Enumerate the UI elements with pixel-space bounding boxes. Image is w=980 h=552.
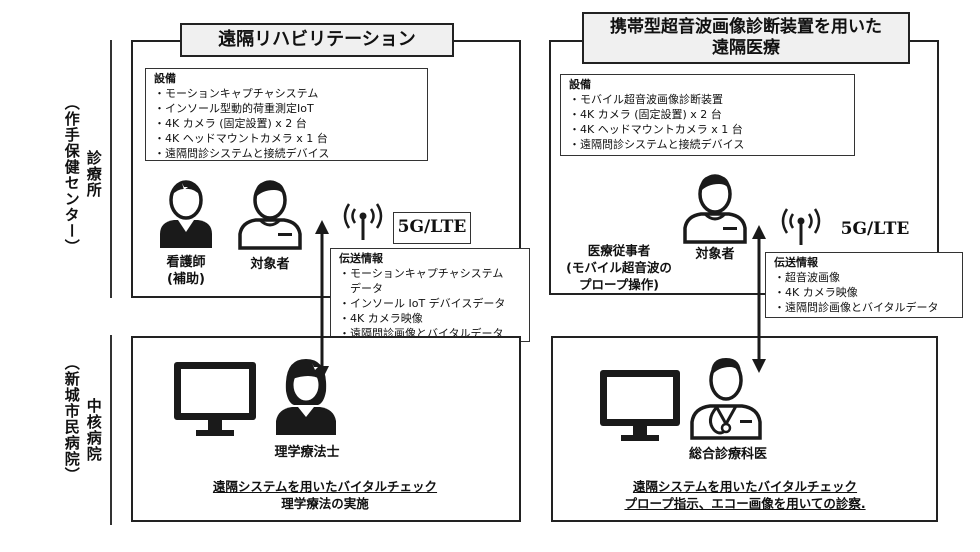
right-title-line: 遠隔医療 — [712, 38, 780, 58]
right-title-line: 携帯型超音波画像診断装置を用いた — [610, 16, 882, 37]
left-equipment-item: ・インソール型動的荷重測定IoT — [154, 102, 314, 115]
nurse-label: 看護師 (補助) — [150, 254, 222, 288]
right-title: 携帯型超音波画像診断装置を用いた 遠隔医療 — [582, 12, 910, 64]
left-transmission-item: ・モーションキャプチャシステム — [339, 267, 504, 280]
right-footer-line: プロープ指示、エコー画像を用いての診察. — [624, 496, 866, 511]
left-transmission-item: ・4K カメラ映像 — [339, 312, 423, 325]
nurse-person-icon — [160, 180, 212, 248]
side-divider-bottom — [110, 335, 112, 525]
right-transmission-heading: 伝送情報 — [774, 256, 818, 269]
side-label-clinic-primary: 診療所 — [84, 150, 103, 198]
doctor-icon — [690, 358, 762, 440]
left-transmission-heading: 伝送情報 — [339, 252, 383, 265]
right-network-label: 5G/LTE — [832, 214, 918, 244]
right-equipment-box: 設備 ・モバイル超音波画像診断装置 ・4K カメラ (固定設置) x 2 台 ・… — [560, 74, 855, 156]
physical-therapist-label: 理学療法士 — [274, 445, 340, 460]
antenna-signal-icon — [343, 203, 383, 240]
left-equipment-heading: 設備 — [154, 72, 176, 85]
left-footer-line: 遠隔システムを用いたバイタルチェック — [212, 479, 438, 494]
left-equipment-item: ・遠隔問診システムと接続デバイス — [154, 147, 330, 160]
left-equipment-item: ・モーションキャプチャシステム — [154, 87, 319, 100]
left-footer-line: 理学療法の実施 — [281, 496, 369, 511]
nurse-label-line: (補助) — [167, 272, 205, 287]
nurse-label-line: 看護師 — [166, 255, 206, 270]
general-physician-label: 総合診療科医 — [688, 447, 767, 462]
side-label-hospital: （新城市民病院） — [62, 355, 81, 483]
right-transmission-item: ・遠隔問診画像とバイタルデータ — [774, 301, 939, 314]
left-equipment-box: 設備 ・モーションキャプチャシステム ・インソール型動的荷重測定IoT ・4K … — [145, 68, 428, 161]
left-transmission-box: 伝送情報 ・モーションキャプチャシステム データ ・インソール IoT デバイス… — [330, 248, 530, 342]
antenna-signal-icon — [781, 208, 821, 245]
side-divider-top — [110, 40, 112, 298]
medical-staff-label-line: (モバイル超音波の — [566, 260, 672, 275]
monitor-icon — [600, 370, 680, 441]
medical-staff-label-line: プロープ操作) — [579, 277, 659, 292]
right-equipment-item: ・モバイル超音波画像診断装置 — [569, 93, 723, 106]
patient-person-icon — [683, 174, 747, 244]
right-footer: 遠隔システムを用いたバイタルチェック プロープ指示、エコー画像を用いての診察. — [570, 478, 920, 512]
right-footer-line: 遠隔システムを用いたバイタルチェック — [632, 479, 858, 494]
left-footer: 遠隔システムを用いたバイタルチェック 理学療法の実施 — [150, 478, 500, 512]
side-label-hospital-primary: 中核病院 — [84, 398, 103, 462]
monitor-icon — [174, 362, 256, 436]
right-equipment-item: ・4K ヘッドマウントカメラ x 1 台 — [569, 123, 743, 136]
side-label-hospital-secondary: （新城市民病院） — [62, 355, 81, 483]
physical-therapist-icon — [276, 359, 336, 435]
left-equipment-item: ・4K ヘッドマウントカメラ x 1 台 — [154, 132, 328, 145]
left-patient-label: 対象者 — [250, 257, 290, 272]
right-equipment-heading: 設備 — [569, 78, 591, 91]
right-transmission-item: ・4K カメラ映像 — [774, 286, 858, 299]
right-equipment-item: ・遠隔問診システムと接続デバイス — [569, 138, 745, 151]
left-equipment-item: ・4K カメラ (固定設置) x 2 台 — [154, 117, 307, 130]
right-double-arrow-icon — [752, 225, 766, 373]
left-title-text: 遠隔リハビリテーション — [218, 28, 416, 50]
left-transmission-item: ・インソール IoT デバイスデータ — [339, 297, 506, 310]
medical-staff-label-line: 医療従事者 — [587, 243, 651, 258]
patient-person-icon — [238, 180, 302, 250]
side-label-clinic: （作手保健センター） — [62, 95, 81, 255]
right-patient-label: 対象者 — [695, 247, 735, 262]
right-transmission-box: 伝送情報 ・超音波画像 ・4K カメラ映像 ・遠隔問診画像とバイタルデータ — [765, 252, 963, 318]
left-title: 遠隔リハビリテーション — [180, 23, 454, 57]
right-equipment-item: ・4K カメラ (固定設置) x 2 台 — [569, 108, 722, 121]
side-label-clinic-secondary: （作手保健センター） — [62, 95, 81, 255]
left-network-label: 5G/LTE — [393, 212, 471, 244]
right-transmission-item: ・超音波画像 — [774, 271, 840, 284]
left-transmission-item: データ — [339, 282, 383, 295]
medical-staff-label: 医療従事者 (モバイル超音波の プロープ操作) — [556, 242, 682, 293]
